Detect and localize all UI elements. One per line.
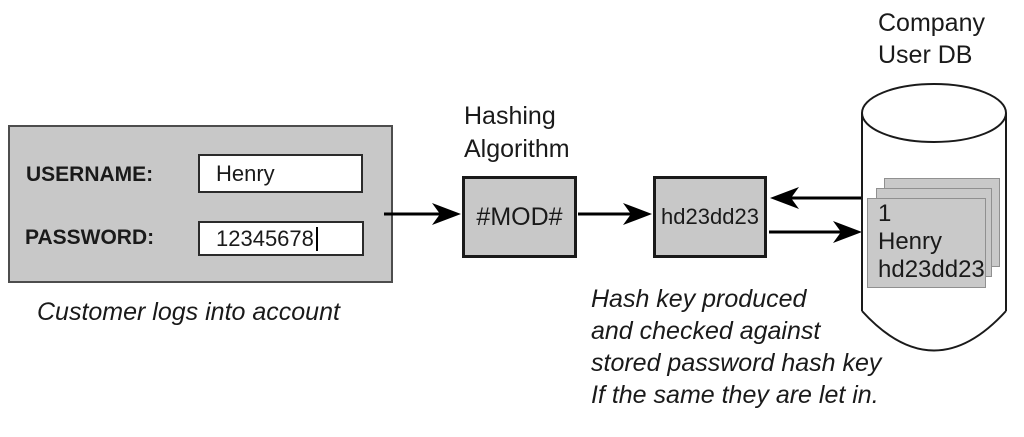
arrow-login-to-hash [384,203,461,225]
text-cursor [315,226,318,251]
company-user-db-label: Company User DB [878,9,985,69]
username-input[interactable]: Henry [198,154,363,193]
login-form-panel: USERNAME: Henry PASSWORD: 12345678 [8,125,393,283]
record-hash: hd23dd23 [878,256,985,283]
hashing-algorithm-label: Hashing Algorithm [464,102,570,163]
username-value: Henry [216,160,275,186]
hashing-algorithm-box: #MOD# [462,176,577,258]
arrow-hash-to-output [578,203,652,225]
mod-text: #MOD# [476,202,563,231]
arrow-output-to-db [769,221,862,243]
hash-output-text: hd23dd23 [661,204,759,229]
password-label: PASSWORD: [25,226,155,249]
record-username: Henry [878,228,943,255]
password-value: 12345678 [216,225,314,251]
db-record-card: 1 Henry hd23dd23 [867,198,986,288]
login-caption: Customer logs into account [37,298,340,326]
hash-check-annotation: Hash key produced and checked against st… [591,285,882,409]
hash-output-box: hd23dd23 [653,176,767,258]
record-id: 1 [878,200,892,227]
password-input[interactable]: 12345678 [198,221,364,256]
username-label: USERNAME: [26,163,154,186]
arrow-db-to-output [770,187,862,209]
